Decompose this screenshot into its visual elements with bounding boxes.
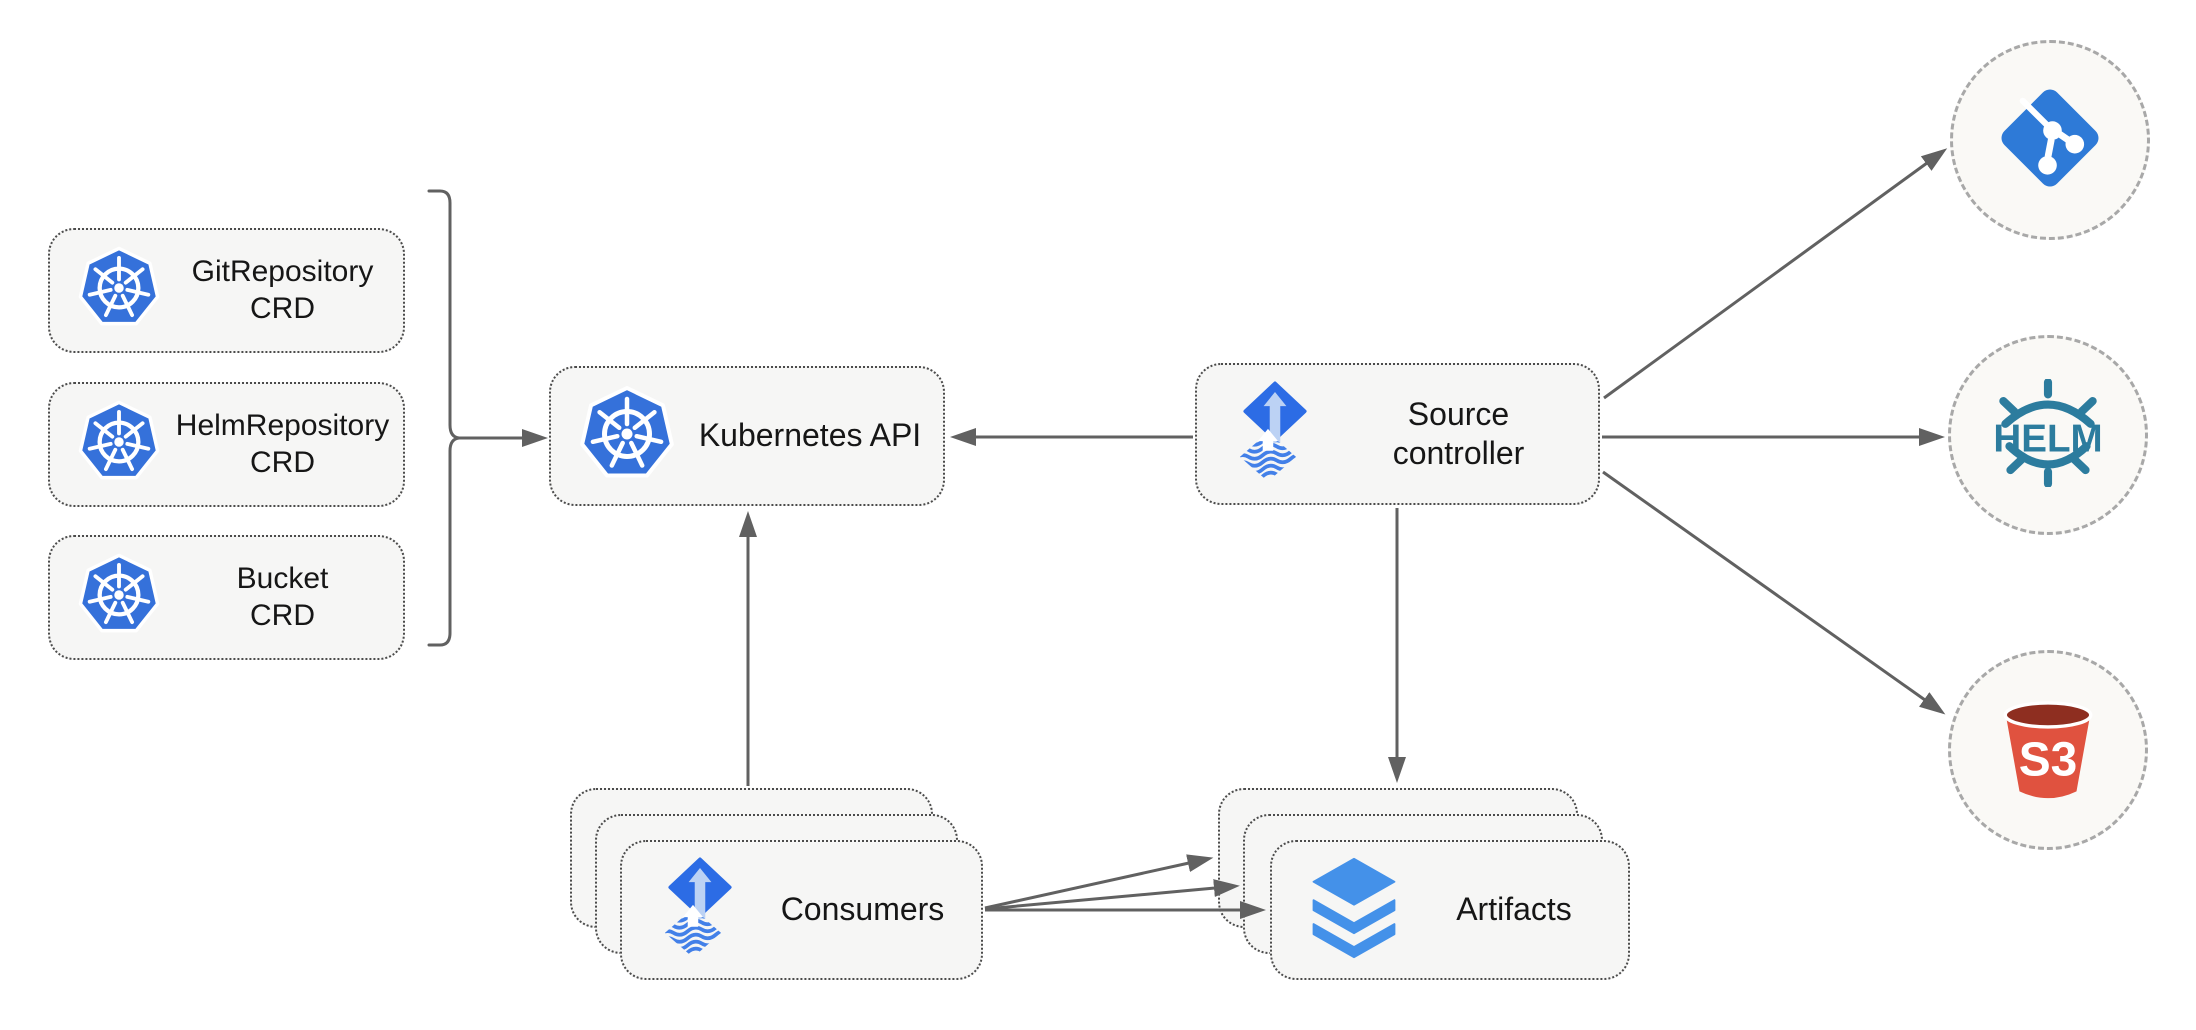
s3-wordmark: S3 xyxy=(2019,733,2078,786)
arrow-consumers-to-artifacts-1 xyxy=(984,854,1214,910)
helm-wordmark: HELM xyxy=(1993,417,2102,460)
helm-icon: HELM xyxy=(1981,377,2115,492)
arrow-consumers-to-artifacts-2 xyxy=(984,879,1240,911)
endpoint-s3: S3 xyxy=(1948,650,2148,850)
flux-source-icon xyxy=(656,854,744,966)
node-label: Artifacts xyxy=(1456,891,1572,928)
node-label: Consumers xyxy=(780,891,945,928)
node-source-controller: Source controller xyxy=(1195,363,1600,505)
endpoint-git xyxy=(1950,40,2150,240)
node-label: HelmRepository CRD xyxy=(175,408,390,479)
node-bucket-crd: Bucket CRD xyxy=(48,535,405,660)
node-artifacts: Artifacts xyxy=(1270,840,1630,980)
node-label: GitRepository CRD xyxy=(191,254,374,325)
kubernetes-icon xyxy=(577,382,677,491)
arrow-source-controller-to-s3 xyxy=(1602,470,1946,715)
arrow-source-controller-to-git xyxy=(1603,148,1948,400)
flux-source-icon xyxy=(1231,378,1319,490)
kubernetes-icon xyxy=(76,243,162,338)
endpoint-helm: HELM xyxy=(1948,335,2148,535)
node-label: Source controller xyxy=(1392,395,1525,471)
node-label: Kubernetes API xyxy=(698,417,922,454)
kubernetes-icon xyxy=(76,550,162,645)
kubernetes-icon xyxy=(76,397,162,492)
layers-icon xyxy=(1308,856,1400,964)
s3-bucket-icon: S3 xyxy=(1991,691,2105,810)
git-icon xyxy=(1988,76,2112,205)
node-label: Bucket CRD xyxy=(236,561,329,632)
node-consumers: Consumers xyxy=(620,840,983,980)
node-helmrepository-crd: HelmRepository CRD xyxy=(48,382,405,507)
node-kubernetes-api: Kubernetes API xyxy=(549,366,945,506)
crd-group-bracket xyxy=(427,189,460,647)
node-gitrepository-crd: GitRepository CRD xyxy=(48,228,405,353)
